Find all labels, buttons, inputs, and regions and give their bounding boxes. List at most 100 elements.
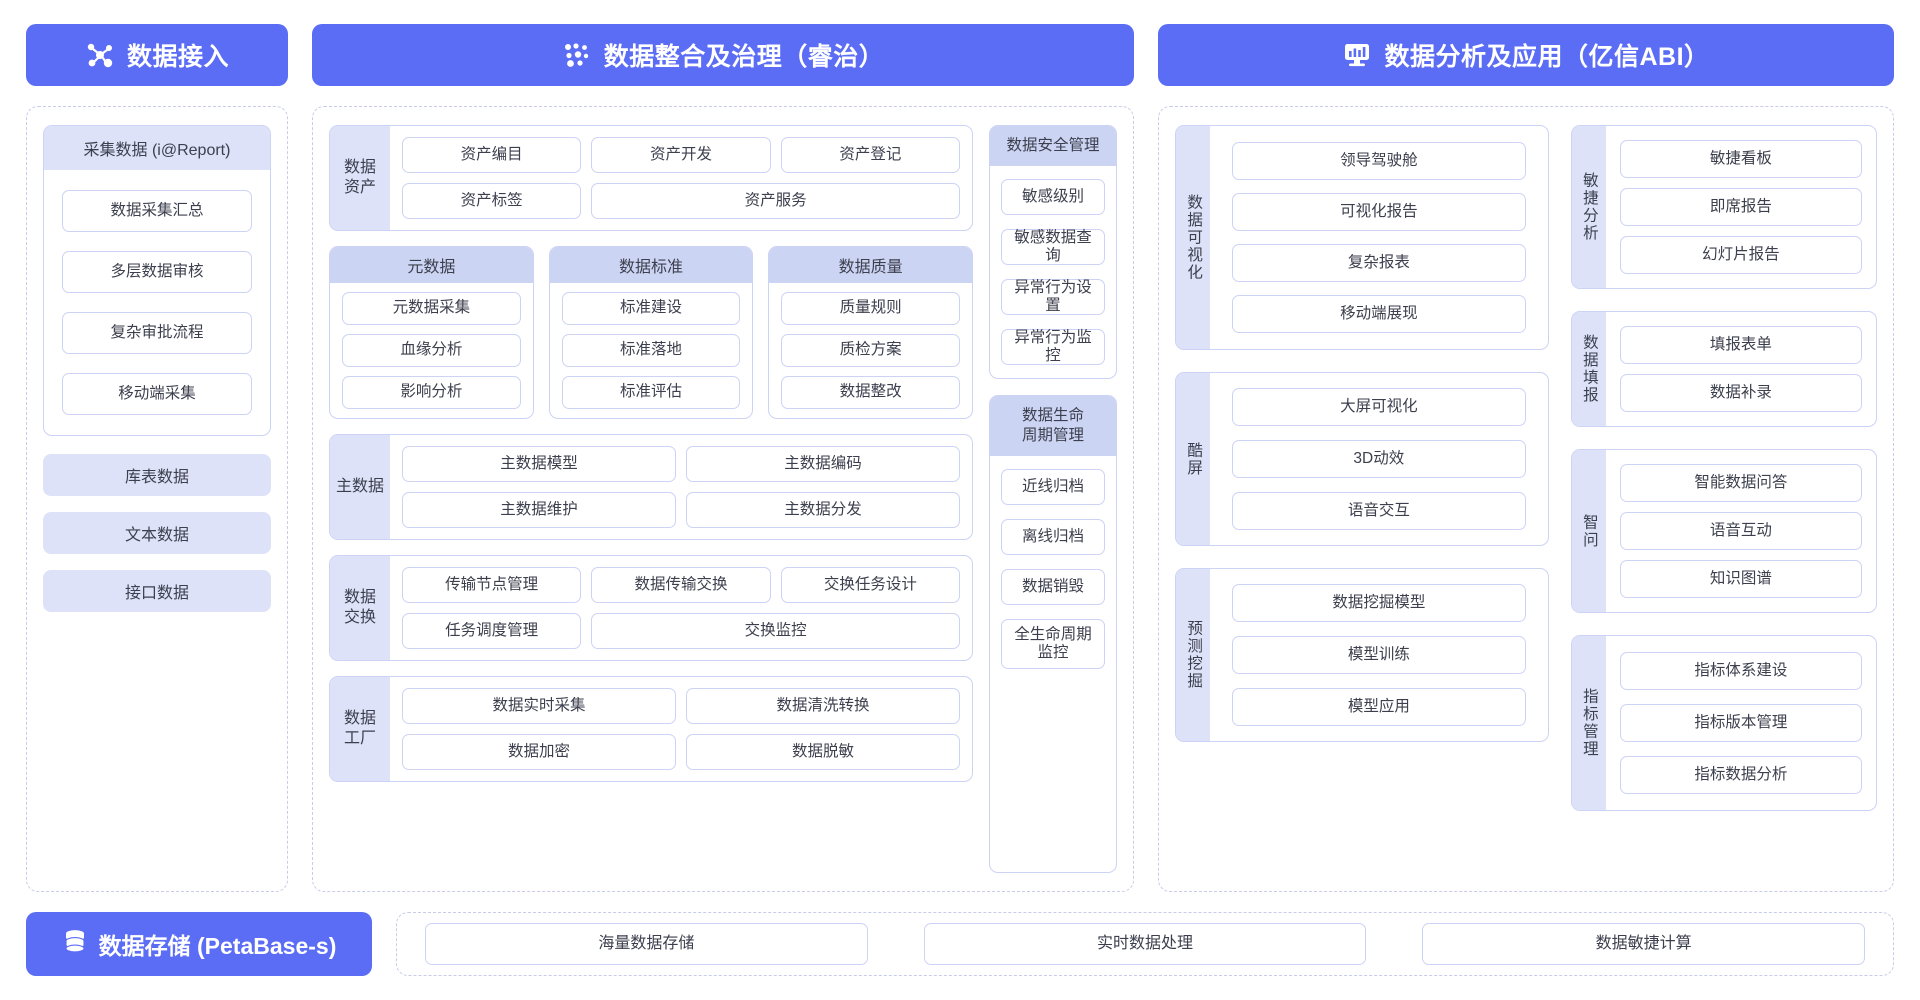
- group-cool-screen-items: 大屏可视化 3D动效 语音交互: [1210, 373, 1548, 545]
- chip-massive-storage[interactable]: 海量数据存储: [425, 923, 868, 965]
- chip-3d-effect[interactable]: 3D动效: [1232, 440, 1526, 478]
- chip-model-training[interactable]: 模型训练: [1232, 636, 1526, 674]
- chip-agile-dashboard[interactable]: 敏捷看板: [1619, 140, 1862, 178]
- chip-asset-catalog[interactable]: 资产编目: [402, 137, 582, 173]
- chip-mining-model[interactable]: 数据挖掘模型: [1232, 584, 1526, 622]
- bottom-storage-bar: 数据存储 (PetaBase-s) 海量数据存储 实时数据处理 数据敏捷计算: [26, 912, 1894, 976]
- chip-slide-report[interactable]: 幻灯片报告: [1619, 236, 1862, 274]
- header-data-storage-label: 数据存储 (PetaBase-s): [98, 933, 337, 959]
- chip-model-application[interactable]: 模型应用: [1232, 688, 1526, 726]
- chip-data-encrypt[interactable]: 数据加密: [402, 734, 676, 770]
- chip-leader-cockpit[interactable]: 领导驾驶舱: [1232, 142, 1526, 180]
- chip-quality-plan[interactable]: 质检方案: [781, 334, 961, 367]
- chip-mobile-display[interactable]: 移动端展现: [1232, 295, 1526, 333]
- chip-data-destroy[interactable]: 数据销毁: [1001, 569, 1105, 606]
- chip-task-schedule-mgmt[interactable]: 任务调度管理: [402, 613, 582, 649]
- analysis-left-stack: 数据可视化 领导驾驶舱 可视化报告 复杂报表 移动端展现 酷屏 大屏可: [1175, 125, 1549, 873]
- chip-asset-register[interactable]: 资产登记: [780, 137, 960, 173]
- storage-capabilities: 海量数据存储 实时数据处理 数据敏捷计算: [396, 912, 1894, 976]
- chip-data-transfer-exchange[interactable]: 数据传输交换: [591, 567, 771, 603]
- chip-sensitive-query[interactable]: 敏感数据查询: [1001, 229, 1105, 266]
- chip-exchange-monitor[interactable]: 交换监控: [591, 613, 960, 649]
- chip-voice-dialog[interactable]: 语音互动: [1619, 512, 1862, 550]
- section-data-factory-items: 数据实时采集 数据清洗转换 数据加密 数据脱敏: [390, 677, 972, 781]
- card-data-standard: 数据标准 标准建设 标准落地 标准评估: [548, 246, 754, 419]
- chip-standard-build[interactable]: 标准建设: [561, 292, 741, 325]
- chip-offline-archive[interactable]: 离线归档: [1001, 519, 1105, 556]
- chip-visual-report[interactable]: 可视化报告: [1232, 193, 1526, 231]
- chip-realtime-collect[interactable]: 数据实时采集: [402, 688, 676, 724]
- section-data-asset: 数据 资产 资产编目 资产开发 资产登记 资产标签 资产服务: [329, 125, 973, 231]
- chip-bigscreen-viz[interactable]: 大屏可视化: [1232, 388, 1526, 426]
- dots-cluster-icon: [562, 40, 592, 70]
- chip-anomaly-setting[interactable]: 异常行为设置: [1001, 279, 1105, 316]
- card-data-standard-items: 标准建设 标准落地 标准评估: [550, 283, 753, 418]
- section-master-data: 主数据 主数据模型 主数据编码 主数据维护 主数据分发: [329, 434, 973, 540]
- monitor-chart-icon: [1342, 40, 1372, 70]
- chip-nearline-archive[interactable]: 近线归档: [1001, 469, 1105, 506]
- chip-data-mask[interactable]: 数据脱敏: [686, 734, 960, 770]
- chip-master-distribute[interactable]: 主数据分发: [686, 492, 960, 528]
- section-data-exchange-label: 数据 交换: [330, 556, 390, 660]
- chip-complex-report[interactable]: 复杂报表: [1232, 244, 1526, 282]
- governance-right-stack: 数据安全管理 敏感级别 敏感数据查询 异常行为设置 异常行为监控 数据生命 周期…: [989, 125, 1117, 873]
- card-data-standard-title: 数据标准: [549, 247, 753, 283]
- chip-master-model[interactable]: 主数据模型: [402, 446, 676, 482]
- access-source-list: 库表数据 文本数据 接口数据: [43, 454, 271, 612]
- card-data-lifecycle-items: 近线归档 离线归档 数据销毁 全生命周期 监控: [990, 456, 1116, 872]
- chip-asset-dev[interactable]: 资产开发: [591, 137, 771, 173]
- chip-knowledge-graph[interactable]: 知识图谱: [1619, 560, 1862, 598]
- chip-voice-interaction[interactable]: 语音交互: [1232, 492, 1526, 530]
- chip-master-coding[interactable]: 主数据编码: [686, 446, 960, 482]
- chip-master-maintain[interactable]: 主数据维护: [402, 492, 676, 528]
- card-data-lifecycle-title: 数据生命 周期管理: [990, 396, 1116, 457]
- chip-asset-service[interactable]: 资产服务: [591, 183, 960, 219]
- card-data-quality-items: 质量规则 质检方案 数据整改: [769, 283, 972, 418]
- chip-api-data[interactable]: 接口数据: [43, 570, 271, 612]
- chip-lineage-analysis[interactable]: 血缘分析: [342, 334, 521, 367]
- chip-anomaly-monitor[interactable]: 异常行为监控: [1001, 329, 1105, 366]
- section-data-asset-items: 资产编目 资产开发 资产登记 资产标签 资产服务: [390, 126, 972, 230]
- chip-exchange-task-design[interactable]: 交换任务设计: [780, 567, 960, 603]
- chip-adhoc-report[interactable]: 即席报告: [1619, 188, 1862, 226]
- chip-realtime-processing[interactable]: 实时数据处理: [923, 923, 1367, 965]
- chip-metric-version-mgmt[interactable]: 指标版本管理: [1619, 704, 1862, 742]
- chip-metric-system-build[interactable]: 指标体系建设: [1619, 652, 1862, 690]
- chip-transfer-node-mgmt[interactable]: 传输节点管理: [402, 567, 582, 603]
- chip-standard-eval[interactable]: 标准评估: [561, 376, 741, 409]
- chip-collect-summary[interactable]: 数据采集汇总: [62, 190, 252, 232]
- chip-quality-rule[interactable]: 质量规则: [781, 292, 961, 325]
- header-data-storage: 数据存储 (PetaBase-s): [26, 912, 372, 976]
- chip-mobile-collect[interactable]: 移动端采集: [62, 373, 252, 415]
- chip-complex-approval[interactable]: 复杂审批流程: [62, 312, 252, 354]
- chip-data-rectify[interactable]: 数据整改: [781, 376, 961, 409]
- chip-lifecycle-monitor[interactable]: 全生命周期 监控: [1001, 619, 1105, 670]
- chip-fill-form[interactable]: 填报表单: [1619, 326, 1862, 364]
- chip-clean-transform[interactable]: 数据清洗转换: [686, 688, 960, 724]
- card-data-security: 数据安全管理 敏感级别 敏感数据查询 异常行为设置 异常行为监控: [989, 125, 1117, 380]
- group-smart-qa: 智问 智能数据问答 语音互动 知识图谱: [1570, 449, 1877, 613]
- governance-left-stack: 数据 资产 资产编目 资产开发 资产登记 资产标签 资产服务: [329, 125, 974, 873]
- chip-data-supplement[interactable]: 数据补录: [1619, 374, 1862, 412]
- analysis-body: 数据可视化 领导驾驶舱 可视化报告 复杂报表 移动端展现 酷屏 大屏可: [1158, 106, 1894, 892]
- chip-impact-analysis[interactable]: 影响分析: [342, 376, 521, 409]
- group-data-filling-items: 填报表单 数据补录: [1606, 312, 1876, 426]
- chip-asset-tag[interactable]: 资产标签: [402, 183, 582, 219]
- chip-agile-computing[interactable]: 数据敏捷计算: [1422, 923, 1866, 965]
- chip-metadata-collect[interactable]: 元数据采集: [342, 292, 521, 325]
- chip-sensitive-level[interactable]: 敏感级别: [1001, 179, 1105, 216]
- group-agile-analysis-label: 敏捷分析: [1571, 126, 1606, 288]
- column-data-governance: 数据整合及治理（睿治） 数据 资产 资产编目 资产开发 资产登记 资产标签: [312, 24, 1134, 892]
- group-cool-screen-label: 酷屏: [1176, 373, 1210, 545]
- group-metric-management-items: 指标体系建设 指标版本管理 指标数据分析: [1606, 636, 1876, 810]
- analysis-inner: 数据可视化 领导驾驶舱 可视化报告 复杂报表 移动端展现 酷屏 大屏可: [1175, 125, 1877, 873]
- chip-text-data[interactable]: 文本数据: [43, 512, 271, 554]
- chip-metric-data-analysis[interactable]: 指标数据分析: [1619, 756, 1862, 794]
- chip-standard-landing[interactable]: 标准落地: [561, 334, 741, 367]
- chip-multilevel-review[interactable]: 多层数据审核: [62, 251, 252, 293]
- chip-smart-data-qa[interactable]: 智能数据问答: [1619, 464, 1862, 502]
- section-data-exchange: 数据 交换 传输节点管理 数据传输交换 交换任务设计 任务调度管理 交换监控: [329, 555, 973, 661]
- nodes-network-icon: [85, 40, 115, 70]
- chip-table-data[interactable]: 库表数据: [43, 454, 271, 496]
- collect-data-card: 采集数据 (i@Report) 数据采集汇总 多层数据审核 复杂审批流程 移动端…: [43, 125, 271, 436]
